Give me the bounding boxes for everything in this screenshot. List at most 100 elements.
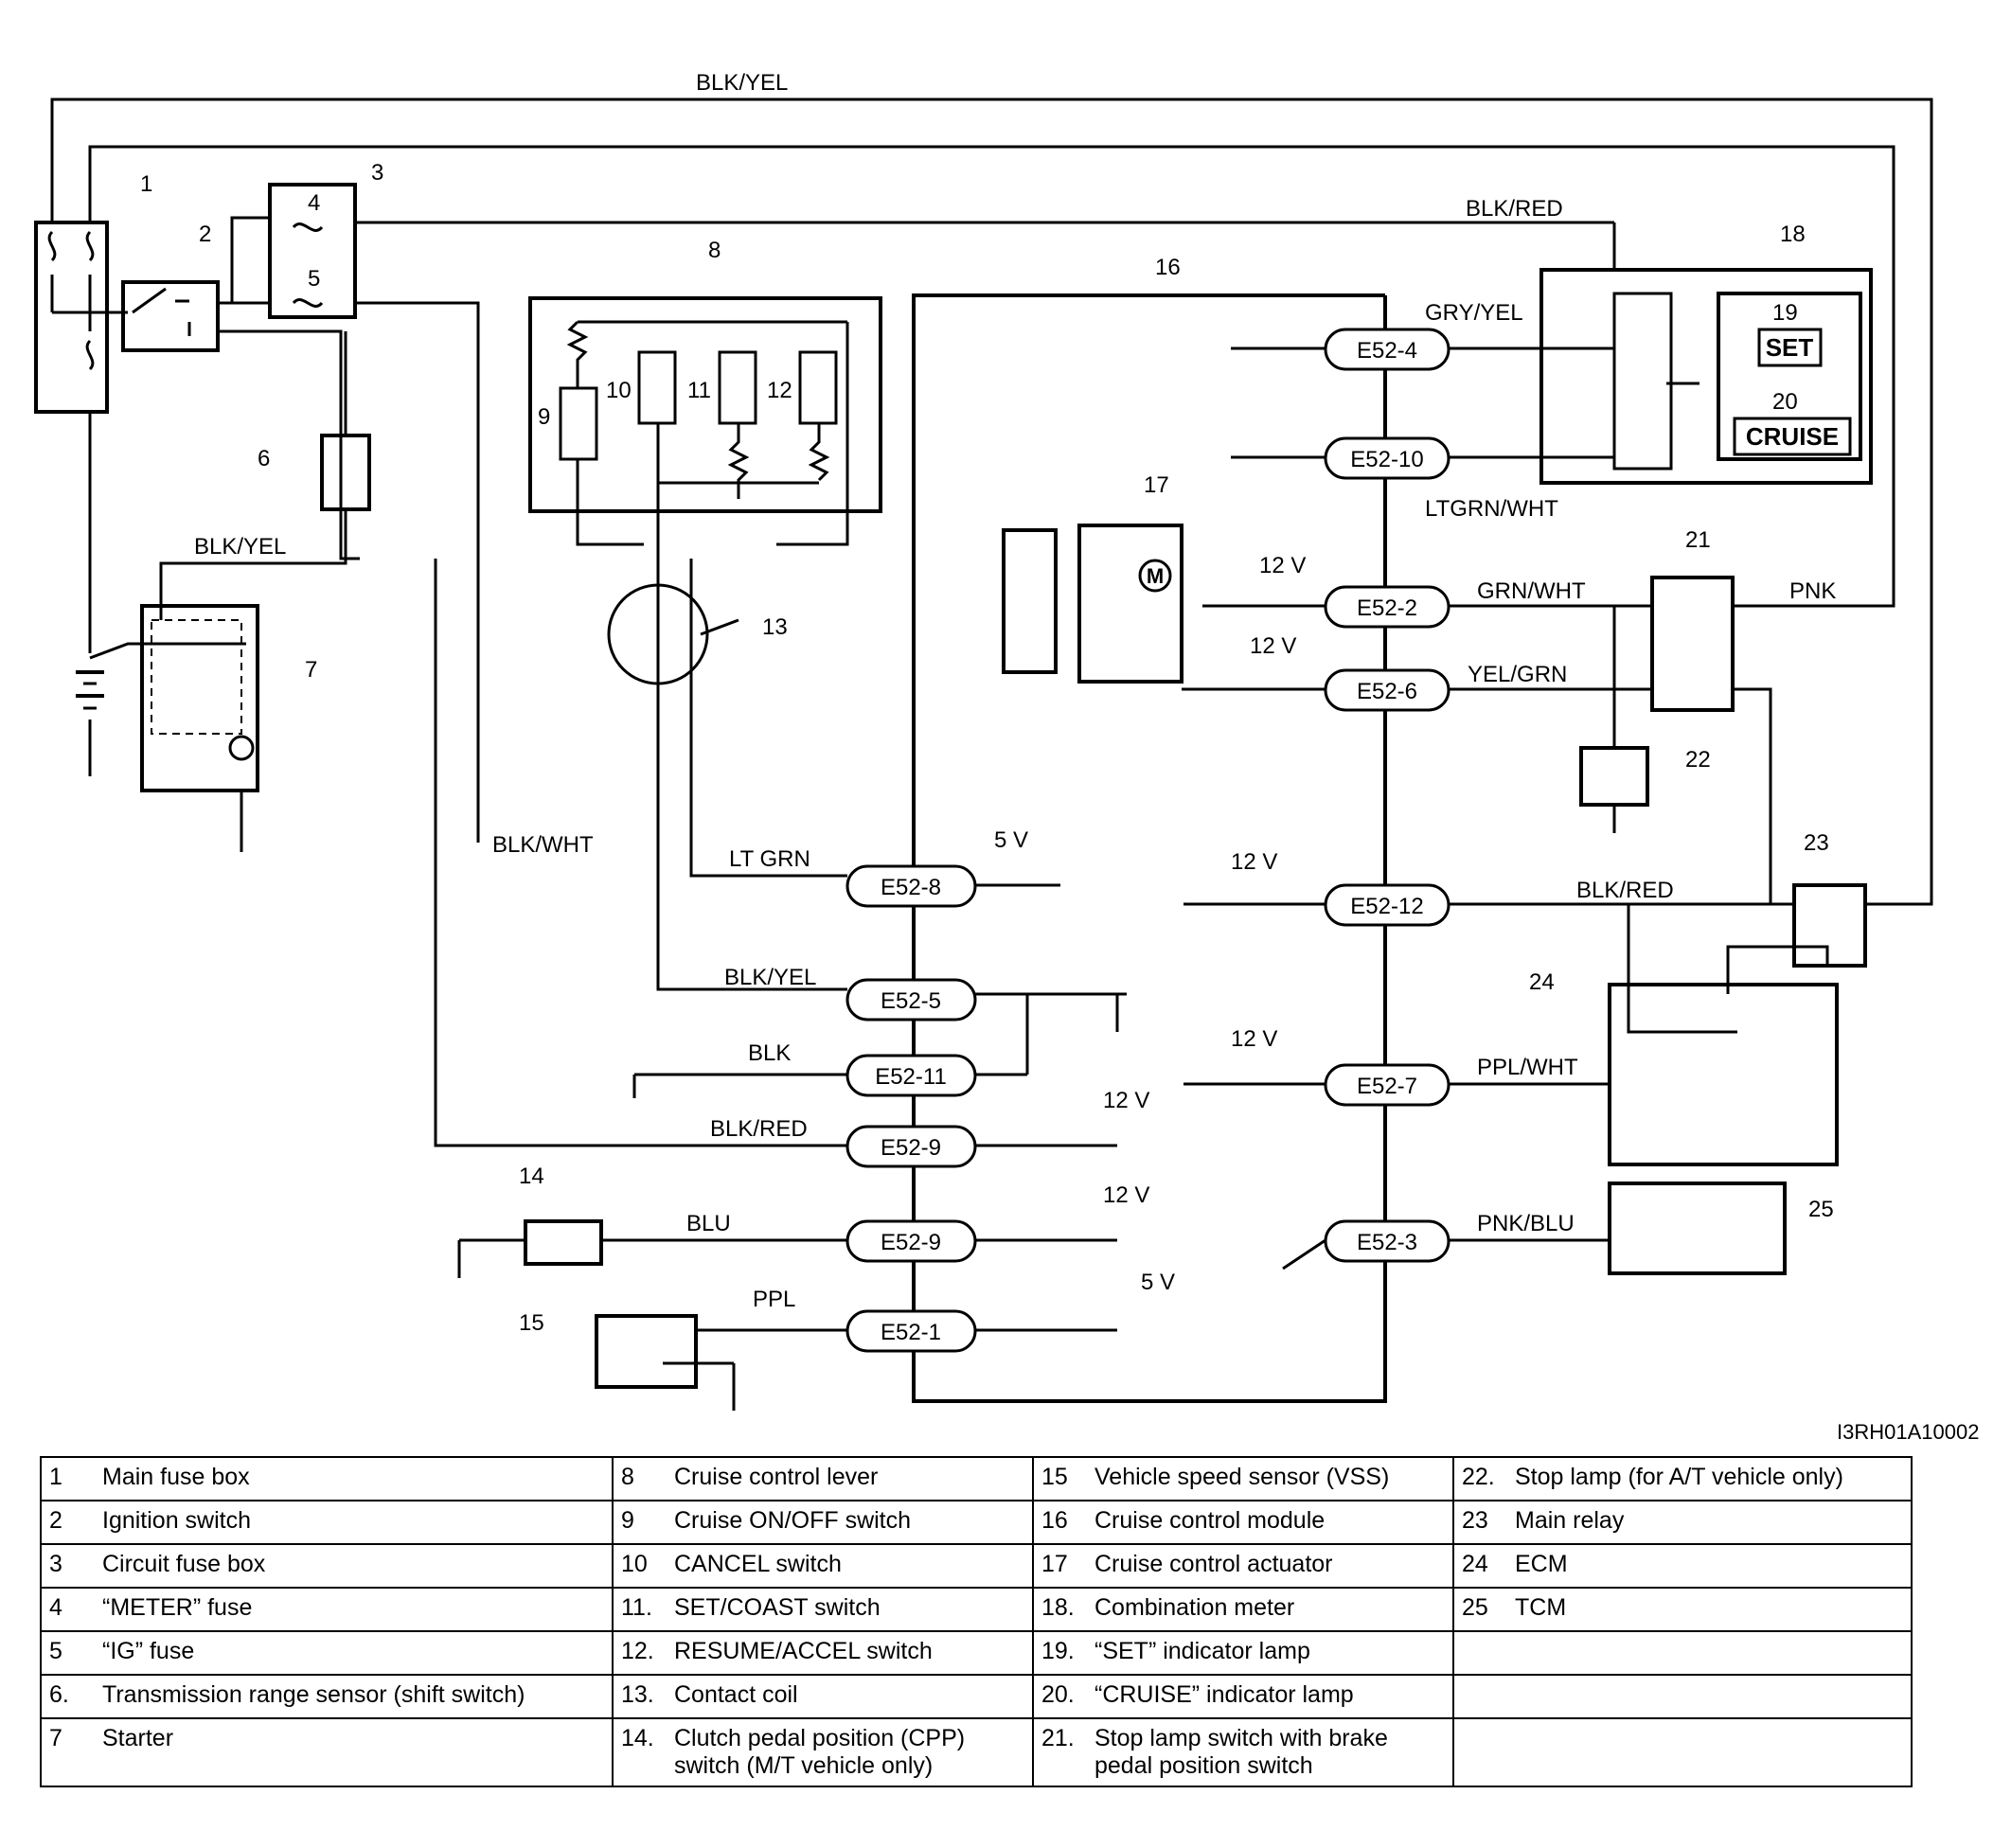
- legend-label: TCM: [1507, 1587, 1913, 1632]
- legend-label: Cruise ON/OFF switch: [667, 1500, 1034, 1545]
- legend-number: 24: [1452, 1543, 1507, 1589]
- connector-label: E52-9: [881, 1230, 941, 1255]
- legend-number: [1452, 1630, 1507, 1676]
- labels: BLK/YEL BLK/RED GRY/YEL LTGRN/WHT GRN/WH…: [140, 70, 1839, 1345]
- legend-number: 4: [40, 1587, 95, 1632]
- callout-number: 6: [258, 446, 270, 471]
- legend-label: Ignition switch: [95, 1500, 614, 1545]
- legend-label: Clutch pedal position (CPP) switch (M/T …: [667, 1717, 1034, 1787]
- legend-label: ECM: [1507, 1543, 1913, 1589]
- legend-number: 1: [40, 1456, 95, 1502]
- legend-label: Contact coil: [667, 1674, 1034, 1719]
- legend-label: Cruise control actuator: [1087, 1543, 1454, 1589]
- connector-label: E52-5: [881, 988, 941, 1014]
- motor-icon: M: [1147, 564, 1164, 588]
- voltage-label: 12 V: [1103, 1088, 1149, 1113]
- legend-number: 16: [1032, 1500, 1087, 1545]
- indicator-boxes: [1138, 328, 1852, 593]
- voltage-label: 5 V: [994, 827, 1028, 853]
- legend-label: “IG” fuse: [95, 1630, 614, 1676]
- legend-label: Transmission range sensor (shift switch): [95, 1674, 614, 1719]
- connector-label: E52-11: [875, 1064, 947, 1090]
- legend-number: 5: [40, 1630, 95, 1676]
- legend-label: [1507, 1674, 1913, 1719]
- connector-label: E52-4: [1357, 338, 1417, 364]
- figure-reference: I3RH01A10002: [1837, 1420, 1980, 1444]
- callout-number: 22: [1685, 747, 1711, 773]
- callout-number: 5: [308, 266, 320, 292]
- legend-label: CANCEL switch: [667, 1543, 1034, 1589]
- legend-label: Combination meter: [1087, 1587, 1454, 1632]
- legend-number: 3: [40, 1543, 95, 1589]
- callout-number: 7: [305, 657, 317, 683]
- legend-number: 23: [1452, 1500, 1507, 1545]
- callout-number: 17: [1144, 472, 1169, 498]
- legend-label: SET/COAST switch: [667, 1587, 1034, 1632]
- wire-label: PPL: [753, 1287, 795, 1312]
- legend-label: “CRUISE” indicator lamp: [1087, 1674, 1454, 1719]
- wire-label: GRN/WHT: [1477, 578, 1586, 604]
- legend-label: Stop lamp switch with brake pedal positi…: [1087, 1717, 1454, 1787]
- voltage-label: 12 V: [1231, 849, 1277, 875]
- legend-number: 9: [612, 1500, 667, 1545]
- wire-label: PNK: [1789, 578, 1836, 604]
- callout-number: 3: [371, 160, 383, 186]
- wire-label: BLK/YEL: [724, 965, 816, 990]
- legend-label: Cruise control lever: [667, 1456, 1034, 1502]
- set-indicator-label: SET: [1766, 333, 1814, 362]
- legend-label: Starter: [95, 1717, 614, 1787]
- callout-number: 4: [308, 190, 320, 216]
- legend-number: [1452, 1717, 1507, 1787]
- legend-number: 13.: [612, 1674, 667, 1719]
- wire-label: PNK/BLU: [1477, 1211, 1575, 1236]
- wire-label: BLK/RED: [1466, 196, 1563, 222]
- wiring-diagram: BLK/YEL BLK/RED GRY/YEL LTGRN/WHT GRN/WH…: [34, 70, 1933, 1411]
- connector-label: E52-12: [1350, 894, 1423, 919]
- callout-number: 11: [687, 378, 711, 403]
- legend-label: “METER” fuse: [95, 1587, 614, 1632]
- voltage-label: 12 V: [1259, 553, 1306, 578]
- callout-number: 9: [538, 404, 550, 430]
- legend-row: 6.Transmission range sensor (shift switc…: [40, 1674, 1913, 1719]
- voltage-label: 12 V: [1103, 1182, 1149, 1208]
- connector-label: E52-9: [881, 1135, 941, 1161]
- legend-label: Vehicle speed sensor (VSS): [1087, 1456, 1454, 1502]
- legend-label: RESUME/ACCEL switch: [667, 1630, 1034, 1676]
- legend-number: 15: [1032, 1456, 1087, 1502]
- voltage-label: 5 V: [1141, 1270, 1175, 1295]
- wire-label: BLK/RED: [1576, 878, 1674, 903]
- legend-number: 17: [1032, 1543, 1087, 1589]
- legend-label: [1507, 1717, 1913, 1787]
- callout-number: 24: [1529, 969, 1555, 995]
- callout-number: 14: [519, 1164, 544, 1189]
- legend-number: 14.: [612, 1717, 667, 1787]
- connector-label: E52-1: [881, 1320, 941, 1345]
- legend-number: 2: [40, 1500, 95, 1545]
- wire-label: BLU: [686, 1211, 731, 1236]
- callout-number: 8: [708, 238, 721, 263]
- wire-label: GRY/YEL: [1425, 300, 1523, 326]
- legend-number: 12.: [612, 1630, 667, 1676]
- legend-number: 6.: [40, 1674, 95, 1719]
- legend-number: 11.: [612, 1587, 667, 1632]
- legend-label: Main relay: [1507, 1500, 1913, 1545]
- legend-number: [1452, 1674, 1507, 1719]
- legend-number: 8: [612, 1456, 667, 1502]
- legend-number: 10: [612, 1543, 667, 1589]
- connector-label: E52-2: [1357, 595, 1417, 621]
- wire-label: LT GRN: [729, 846, 810, 872]
- wiring-lines: [34, 98, 1933, 1411]
- legend-number: 25: [1452, 1587, 1507, 1632]
- wire-label: YEL/GRN: [1468, 662, 1567, 687]
- callout-number: 16: [1155, 255, 1181, 280]
- callout-number: 12: [767, 378, 792, 403]
- legend-number: 20.: [1032, 1674, 1087, 1719]
- legend-label: Stop lamp (for A/T vehicle only): [1507, 1456, 1913, 1502]
- callout-number: 13: [762, 614, 788, 640]
- legend-number: 21.: [1032, 1717, 1087, 1787]
